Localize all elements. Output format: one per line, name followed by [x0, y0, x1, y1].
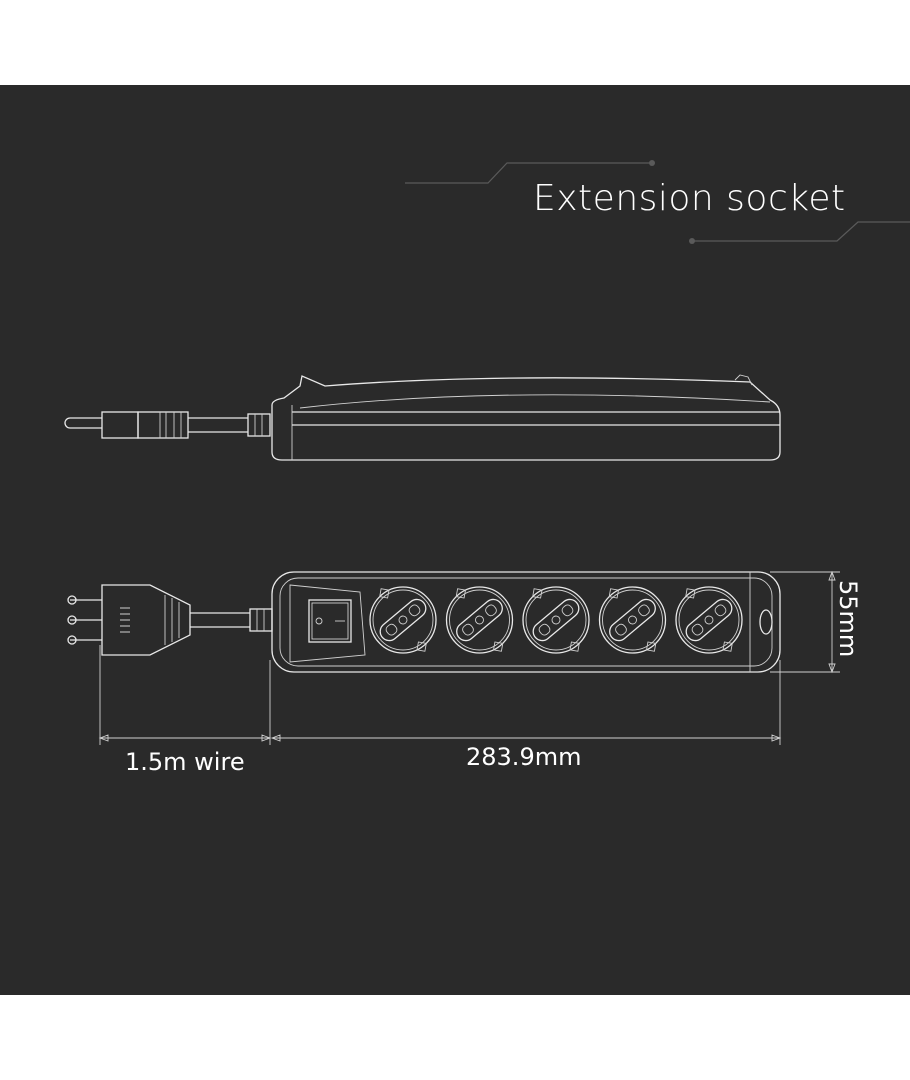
top-view [67, 571, 781, 673]
wire-length-label: 1.5m wire [125, 748, 245, 776]
socket-outlet [522, 586, 590, 654]
decorative-lines [405, 160, 910, 244]
side-view [64, 374, 781, 461]
socket-outlet [445, 586, 514, 654]
dimension-lines [98, 570, 840, 745]
length-label: 283.9mm [466, 743, 582, 771]
diagram-panel [0, 85, 910, 995]
socket-outlet [675, 586, 743, 654]
diagram-title: Extension socket [533, 178, 846, 219]
socket-outlet [369, 586, 437, 654]
width-label: 55mm [834, 580, 862, 658]
socket-outlet [598, 586, 667, 654]
power-switch [308, 599, 352, 643]
